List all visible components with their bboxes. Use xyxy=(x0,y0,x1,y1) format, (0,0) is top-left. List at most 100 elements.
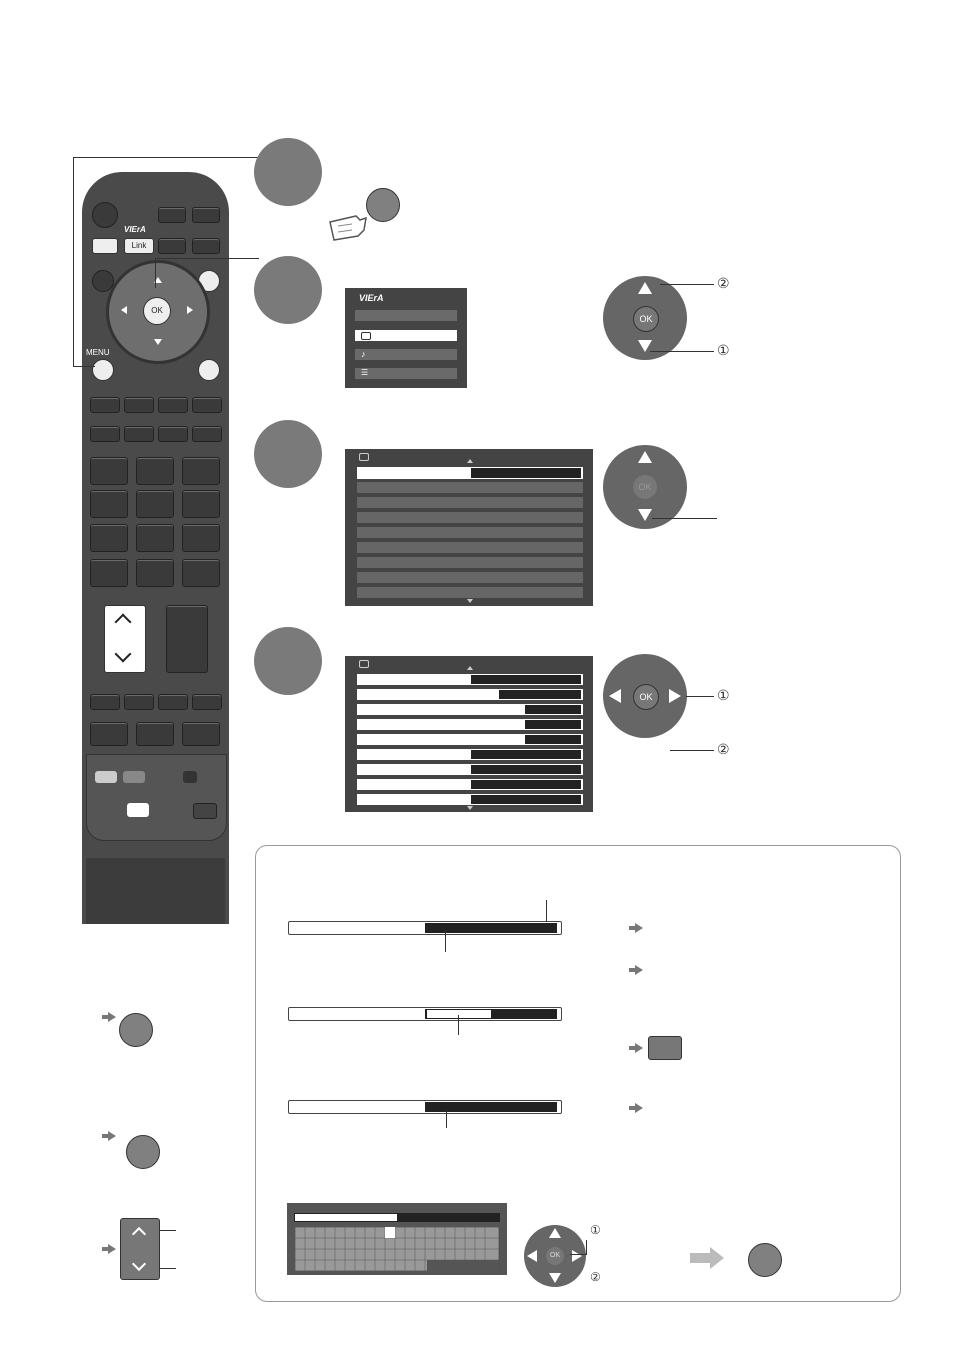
right-arrow-icon[interactable] xyxy=(669,689,681,703)
remote-button[interactable] xyxy=(124,397,154,413)
menu-row[interactable] xyxy=(357,497,583,508)
remote-round-button[interactable] xyxy=(198,359,220,381)
menu-row[interactable] xyxy=(357,719,583,730)
number-key[interactable] xyxy=(136,490,174,518)
number-key[interactable] xyxy=(136,524,174,552)
number-key[interactable] xyxy=(136,559,174,587)
arrow-icon xyxy=(629,1043,643,1053)
step-1-circle xyxy=(254,138,322,206)
remote-button[interactable] xyxy=(182,722,220,746)
ok-button[interactable]: OK xyxy=(546,1247,564,1265)
remote-button[interactable] xyxy=(136,722,174,746)
right-arrow-icon[interactable] xyxy=(572,1250,582,1262)
menu-row[interactable] xyxy=(357,482,583,493)
ok-button[interactable]: OK xyxy=(633,306,659,332)
nav-pad-step-2[interactable]: OK xyxy=(603,276,687,360)
nav-pad-step-3[interactable]: OK xyxy=(603,445,687,529)
menu-row-selected[interactable] xyxy=(357,467,583,479)
remote-button[interactable] xyxy=(90,722,128,746)
up-arrow-icon[interactable] xyxy=(154,277,162,283)
power-button[interactable] xyxy=(92,202,118,228)
remote-button[interactable] xyxy=(158,426,188,442)
remote-button[interactable] xyxy=(124,694,154,710)
remote-button[interactable] xyxy=(158,207,186,223)
down-arrow-icon[interactable] xyxy=(154,339,162,345)
number-key[interactable] xyxy=(90,524,128,552)
callout-line xyxy=(686,696,714,697)
navigation-pad[interactable]: OK xyxy=(106,260,210,364)
number-key[interactable] xyxy=(136,457,174,485)
menu-row[interactable] xyxy=(357,572,583,583)
value-bar xyxy=(471,468,581,478)
up-arrow-icon[interactable] xyxy=(638,451,652,463)
left-arrow-icon[interactable] xyxy=(609,689,621,703)
remote-button[interactable] xyxy=(90,426,120,442)
number-key[interactable] xyxy=(182,524,220,552)
remote-button[interactable] xyxy=(192,694,222,710)
down-arrow-icon[interactable] xyxy=(638,340,652,352)
number-key[interactable] xyxy=(90,490,128,518)
menu-row[interactable] xyxy=(357,704,583,715)
number-key[interactable] xyxy=(182,457,220,485)
menu-row[interactable] xyxy=(357,674,583,685)
nav-pad-step-4[interactable]: OK xyxy=(603,654,687,738)
remote-button[interactable] xyxy=(95,771,117,783)
number-key[interactable] xyxy=(182,559,220,587)
main-menu-item-picture[interactable] xyxy=(355,330,457,341)
menu-row[interactable] xyxy=(357,794,583,805)
remote-base xyxy=(86,858,225,924)
number-key[interactable] xyxy=(182,490,220,518)
chevron-up-icon[interactable] xyxy=(114,613,132,631)
chevron-down-icon xyxy=(131,1256,147,1272)
ok-label: OK xyxy=(639,314,653,324)
left-arrow-icon[interactable] xyxy=(527,1250,537,1262)
callout-line xyxy=(650,351,714,352)
ok-button[interactable]: OK xyxy=(143,297,171,325)
menu-row[interactable] xyxy=(357,527,583,538)
main-menu-item-setup[interactable]: ☰ xyxy=(355,368,457,379)
setting-bar-1 xyxy=(288,921,562,935)
menu-row[interactable] xyxy=(357,689,583,700)
up-arrow-icon[interactable] xyxy=(638,282,652,294)
menu-button[interactable] xyxy=(92,359,114,381)
remote-button[interactable] xyxy=(158,694,188,710)
menu-row[interactable] xyxy=(357,557,583,568)
menu-row[interactable] xyxy=(357,764,583,775)
remote-button[interactable] xyxy=(127,803,149,817)
menu-row[interactable] xyxy=(357,587,583,598)
viera-link-button[interactable]: Link xyxy=(124,238,154,254)
menu-row[interactable] xyxy=(357,749,583,760)
remote-button[interactable] xyxy=(158,238,186,254)
number-key[interactable] xyxy=(90,457,128,485)
left-arrow-icon[interactable] xyxy=(121,306,127,314)
menu-row[interactable] xyxy=(357,542,583,553)
remote-button[interactable] xyxy=(192,426,222,442)
remote-round-button[interactable] xyxy=(92,270,114,292)
remote-button[interactable] xyxy=(90,694,120,710)
right-arrow-icon[interactable] xyxy=(187,306,193,314)
chevron-down-icon[interactable] xyxy=(114,645,132,663)
remote-button[interactable] xyxy=(183,771,197,783)
main-menu-item-sound[interactable]: ♪ xyxy=(355,349,457,360)
number-key[interactable] xyxy=(90,559,128,587)
remote-button[interactable] xyxy=(90,397,120,413)
down-arrow-icon[interactable] xyxy=(549,1273,561,1283)
remote-button[interactable] xyxy=(193,803,217,819)
menu-row[interactable] xyxy=(357,779,583,790)
menu-row[interactable] xyxy=(357,512,583,523)
up-arrow-icon[interactable] xyxy=(549,1228,561,1238)
nav-pad-character[interactable]: OK xyxy=(524,1225,586,1287)
remote-button[interactable] xyxy=(192,238,220,254)
link-left-button[interactable] xyxy=(92,238,118,254)
volume-rocker[interactable] xyxy=(166,605,208,673)
remote-button[interactable] xyxy=(123,771,145,783)
remote-button[interactable] xyxy=(158,397,188,413)
remote-button[interactable] xyxy=(192,397,222,413)
music-note-icon: ♪ xyxy=(361,349,366,359)
menu-row[interactable] xyxy=(357,734,583,745)
channel-rocker[interactable] xyxy=(104,605,146,673)
remote-button[interactable] xyxy=(192,207,220,223)
ok-button[interactable]: OK xyxy=(633,684,659,710)
remote-button[interactable] xyxy=(124,426,154,442)
down-arrow-icon[interactable] xyxy=(638,509,652,521)
